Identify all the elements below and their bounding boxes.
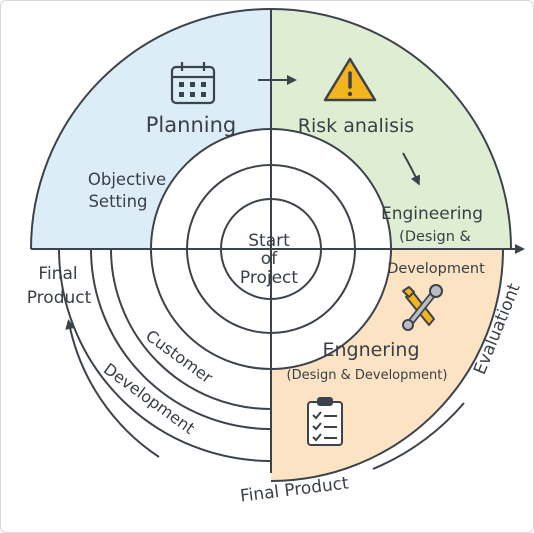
engineering-top-sub-2: Development — [387, 261, 485, 277]
engineering-top-title: Engineering — [381, 204, 483, 224]
planning-subtitle-line-2: Setting — [88, 192, 147, 211]
planning-subtitle-line-1: Objective — [88, 170, 166, 189]
spiral-arc-inner — [110, 248, 272, 410]
final-product-left-line-1: Final — [38, 264, 77, 284]
calendar-icon — [170, 62, 216, 105]
center-label-line-1: Start — [248, 231, 290, 251]
arrow-development-left — [65, 319, 160, 458]
engineering-top-sub-1: (Design & — [399, 229, 471, 245]
spiral-arc-outer — [58, 248, 272, 462]
center-label-line-3: Project — [240, 268, 298, 288]
final-product-left-line-2: Product — [27, 288, 92, 308]
spiral-arc-middle — [90, 248, 272, 430]
planning-title: Planning — [146, 113, 236, 137]
tools-icon — [402, 284, 443, 331]
arrow-risk-to-engineering — [402, 152, 421, 186]
checklist-icon — [307, 397, 343, 446]
risk-analysis-title: Risk analisis — [298, 115, 414, 137]
engineering-subtitle: (Design & Development) — [287, 368, 448, 383]
center-label-line-2: of — [261, 249, 278, 269]
engineering-title: Engnering — [322, 339, 419, 361]
engineering-arc — [270, 248, 504, 482]
warning-icon — [323, 57, 377, 102]
arrow-final-product-bottom — [372, 402, 465, 470]
